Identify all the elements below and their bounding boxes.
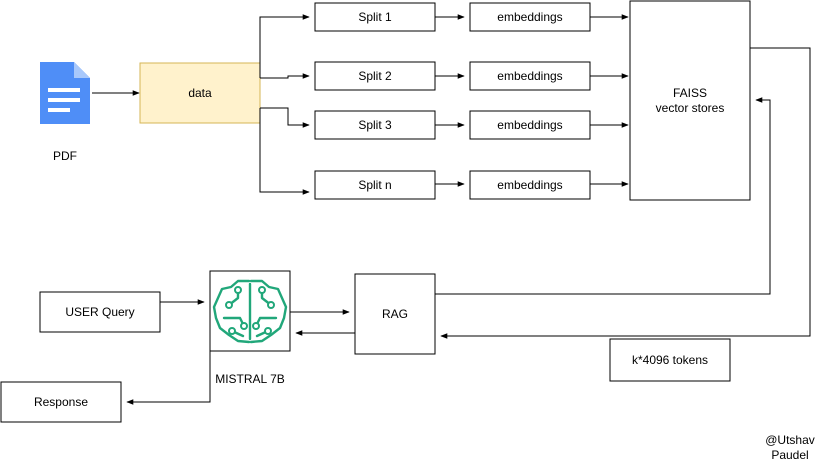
- edge-rag-faiss: [435, 97, 771, 295]
- rag-label: RAG: [382, 307, 408, 321]
- user-query-node: [39, 291, 161, 333]
- edge-data-split3: [260, 107, 310, 128]
- split-2-label: Split 2: [358, 69, 392, 83]
- response-node: [0, 381, 122, 423]
- embeddings-3-node: [469, 110, 591, 140]
- embeddings-n-label: embeddings: [497, 178, 562, 192]
- credit-line2: Paudel: [771, 448, 808, 462]
- edge-faiss-rag: [440, 47, 811, 339]
- edge-data-split2: [260, 73, 310, 79]
- split-n-node: [314, 170, 436, 200]
- embeddings-1-node: [469, 2, 591, 32]
- faiss-node: FAISS vector stores: [629, 0, 751, 201]
- split-1-node: [314, 2, 436, 32]
- mistral-label: MISTRAL 7B: [215, 372, 285, 386]
- tokens-node: [609, 338, 731, 382]
- brain-circuit-nodes: [225, 286, 275, 335]
- document-icon: [40, 62, 90, 124]
- split-3-label: Split 3: [358, 118, 392, 132]
- embeddings-1-label: embeddings: [497, 10, 562, 24]
- credit-line1: @Utshav: [765, 433, 815, 447]
- response-label: Response: [34, 395, 88, 409]
- tokens-label: k*4096 tokens: [632, 353, 708, 367]
- data-node: data: [139, 62, 261, 124]
- data-label: data: [188, 86, 212, 100]
- pdf-label: PDF: [53, 149, 77, 163]
- faiss-label-line2: vector stores: [656, 101, 725, 115]
- split-2-node: [314, 61, 436, 91]
- user-query-label: USER Query: [65, 305, 134, 319]
- embeddings-3-label: embeddings: [497, 118, 562, 132]
- split-1-label: Split 1: [358, 10, 392, 24]
- faiss-label-line1: FAISS: [673, 86, 707, 100]
- split-n-label: Split n: [358, 178, 391, 192]
- edge-mistral-response: [126, 351, 211, 405]
- rag-node: [354, 273, 436, 355]
- edge-data-split1: [259, 14, 310, 78]
- embeddings-2-label: embeddings: [497, 69, 562, 83]
- embeddings-n-node: [469, 170, 591, 200]
- edge-data-splitn: [259, 108, 310, 195]
- mistral-node: [209, 270, 291, 352]
